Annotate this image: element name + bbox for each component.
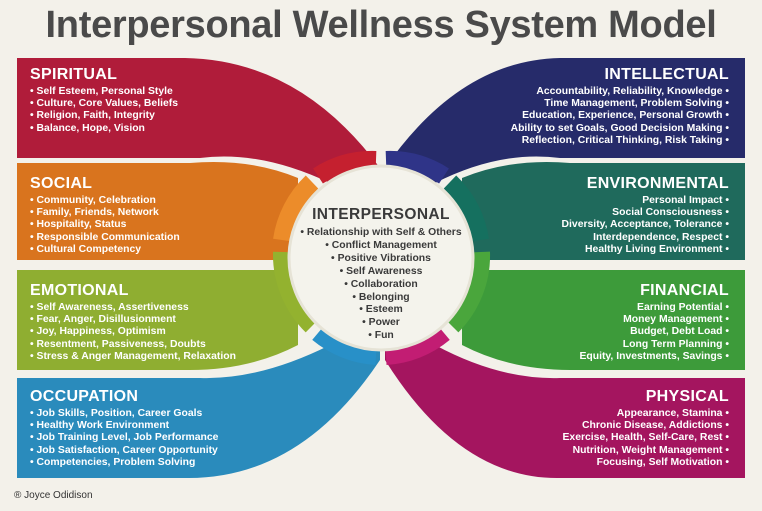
list-item: Healthy Living Environment [562,244,729,256]
list-item: Responsible Communication [30,232,180,244]
list-item: Job Skills, Position, Career Goals [30,408,218,420]
center-item: Esteem [276,304,486,317]
panel-occupation: OCCUPATION Job Skills, Position, Career … [30,388,218,469]
list-item: Focusing, Self Motivation [562,457,729,469]
center-item: Belonging [276,292,486,305]
list-item: Education, Experience, Personal Growth [511,110,729,122]
list-item: Cultural Competency [30,244,180,256]
list-item: Healthy Work Environment [30,420,218,432]
panel-emotional: EMOTIONAL Self Awareness, Assertiveness … [30,282,236,363]
panel-intellectual: INTELLECTUAL Accountability, Reliability… [511,66,729,147]
panel-environmental: ENVIRONMENTAL Personal Impact Social Con… [562,175,729,256]
list-item: Religion, Faith, Integrity [30,110,178,122]
center-item: Conflict Management [276,240,486,253]
list-item: Resentment, Passiveness, Doubts [30,339,236,351]
list-item: Job Training Level, Job Performance [30,432,219,444]
list-item: Chronic Disease, Addictions [562,420,729,432]
list-item: Personal Impact [562,195,729,207]
list-item: Stress & Anger Management, Relaxation [30,351,236,363]
list-item: Equity, Investments, Savings [579,351,729,363]
center-interpersonal: INTERPERSONAL Relationship with Self & O… [276,206,486,343]
list-item: Long Term Planning [579,339,729,351]
list-item: Ability to set Goals, Good Decision Maki… [511,123,729,135]
page-title: Interpersonal Wellness System Model [45,4,717,46]
panel-heading: EMOTIONAL [30,282,129,299]
center-heading: INTERPERSONAL [312,206,450,223]
list-item: Reflection, Critical Thinking, Risk Taki… [511,135,729,147]
list-item: Accountability, Reliability, Knowledge [511,86,729,98]
center-item: Self Awareness [276,266,486,279]
list-item: Appearance, Stamina [562,408,729,420]
list-item: Time Management, Problem Solving [511,98,729,110]
list-item: Self Esteem, Personal Style [30,86,178,98]
list-item: Nutrition, Weight Management [562,445,729,457]
copyright-text: ® Joyce Odidison [14,490,93,501]
center-item: Positive Vibrations [276,253,486,266]
list-item: Diversity, Acceptance, Tolerance [562,219,729,231]
panel-heading: FINANCIAL [640,282,729,299]
center-item: Power [276,317,486,330]
panel-heading: SOCIAL [30,175,93,192]
list-item: Family, Friends, Network [30,207,180,219]
list-item: Joy, Happiness, Optimism [30,326,236,338]
panel-heading: SPIRITUAL [30,66,118,83]
center-item: Collaboration [276,279,486,292]
panel-heading: INTELLECTUAL [604,66,729,83]
list-item: Hospitality, Status [30,219,180,231]
list-item: Exercise, Health, Self-Care, Rest [562,432,729,444]
list-item: Earning Potential [579,302,729,314]
list-item: Interdependence, Respect [562,232,729,244]
panel-physical: PHYSICAL Appearance, Stamina Chronic Dis… [562,388,729,469]
ring-spiritual [313,150,377,184]
list-item: Social Consciousness [562,207,729,219]
list-item: Money Management [579,314,729,326]
list-item: Balance, Hope, Vision [30,123,178,135]
list-item: Community, Celebration [30,195,180,207]
list-item: Competencies, Problem Solving [30,457,218,469]
panel-social: SOCIAL Community, Celebration Family, Fr… [30,175,180,256]
panel-heading: OCCUPATION [30,388,139,405]
center-item: Relationship with Self & Others [276,227,486,240]
panel-financial: FINANCIAL Earning Potential Money Manage… [579,282,729,363]
panel-heading: PHYSICAL [645,388,729,405]
center-item: Fun [276,330,486,343]
list-item: Job Satisfaction, Career Opportunity [30,445,218,457]
list-item: Fear, Anger, Disillusionment [30,314,236,326]
list-item: Culture, Core Values, Beliefs [30,98,178,110]
panel-heading: ENVIRONMENTAL [586,175,729,192]
list-item: Budget, Debt Load [579,326,729,338]
panel-spiritual: SPIRITUAL Self Esteem, Personal Style Cu… [30,66,178,135]
ring-intellectual [385,150,449,184]
list-item: Self Awareness, Assertiveness [30,302,236,314]
